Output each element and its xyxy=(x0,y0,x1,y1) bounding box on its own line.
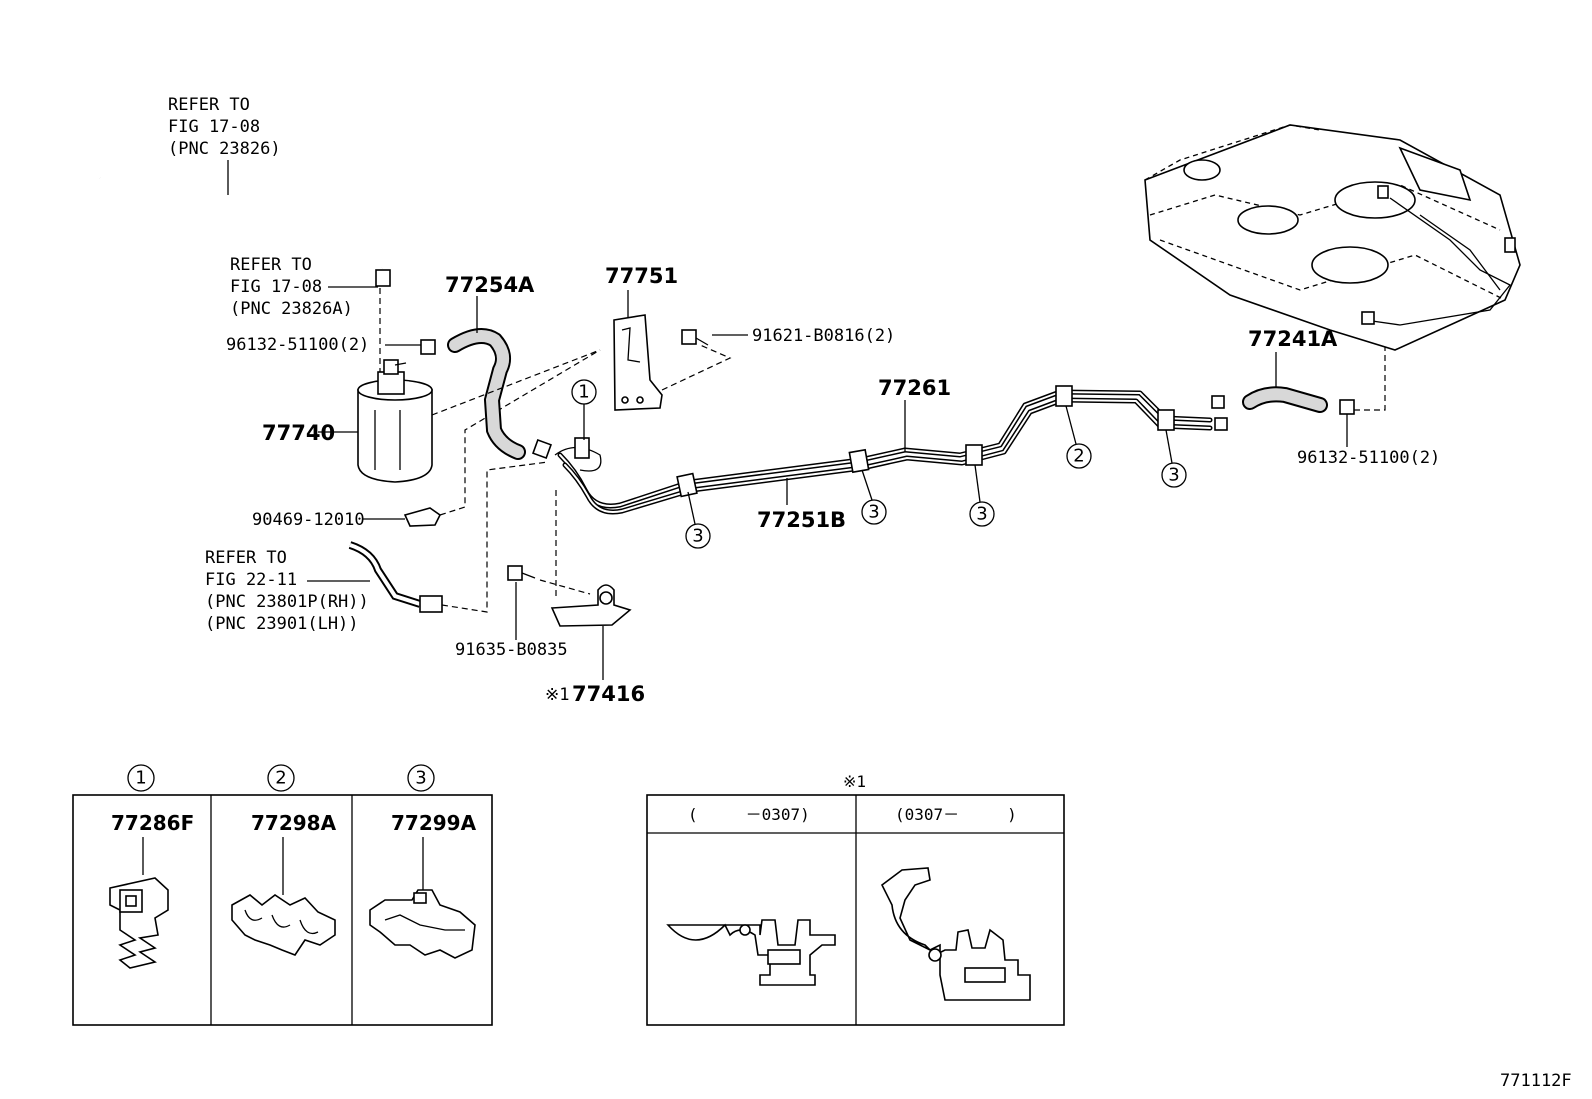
bracket-77751 xyxy=(613,314,663,411)
ref-line: REFER TO xyxy=(230,255,312,275)
part-label-96132-left: 96132-51100(2) xyxy=(226,335,369,355)
clamp-77286F-icon xyxy=(109,877,169,969)
ref-line: FIG 22-11 xyxy=(205,570,297,590)
clamp-legend: 1 2 3 77286F 77298A 77299A xyxy=(72,764,493,1026)
part-label-77254A: 77254A xyxy=(445,273,535,297)
variant-mark: ※1 xyxy=(843,772,866,791)
ref-line: (PNC 23901(LH)) xyxy=(205,614,359,634)
reference-note-fig-17-08-a: REFER TO FIG 17-08 (PNC 23826) xyxy=(168,95,281,195)
ref-line: REFER TO xyxy=(205,548,287,568)
ref-line: (PNC 23801P(RH)) xyxy=(205,592,369,612)
clip-right-96132 xyxy=(1339,399,1355,415)
bolt-91635 xyxy=(507,565,536,581)
clamp-77416 xyxy=(550,584,632,627)
reference-note-fig-17-08-b: REFER TO FIG 17-08 (PNC 23826A) xyxy=(230,255,378,319)
legend-part-77286F: 77286F xyxy=(111,811,194,835)
clip-left-96132 xyxy=(420,339,436,355)
hose-reference-22-11 xyxy=(348,541,443,613)
legend-part-77298A: 77298A xyxy=(251,811,337,835)
legend-num-3: 3 xyxy=(415,768,426,789)
variant-table: ※1 ( －0307) (0307－ ) xyxy=(646,772,1065,1026)
legend-num-1: 1 xyxy=(135,768,146,789)
ref-line: FIG 17-08 xyxy=(168,117,260,137)
ref-line: FIG 17-08 xyxy=(230,277,322,297)
part-label-91635: 91635-B0835 xyxy=(455,640,568,660)
hose-77254A xyxy=(447,328,526,460)
svg-text:2: 2 xyxy=(1073,446,1084,467)
reference-note-fig-22-11: REFER TO FIG 22-11 (PNC 23801P(RH)) (PNC… xyxy=(205,548,370,634)
part-label-77740: 77740 xyxy=(262,421,335,445)
note-mark-77416: ※1 xyxy=(545,685,569,705)
svg-text:3: 3 xyxy=(868,502,879,523)
svg-text:1: 1 xyxy=(578,382,589,403)
legend-part-77299A: 77299A xyxy=(391,811,477,835)
variant-header-before: ( －0307) xyxy=(688,805,810,824)
ref-line: (PNC 23826) xyxy=(168,139,281,159)
ref-line: REFER TO xyxy=(168,95,250,115)
clamp-90469 xyxy=(403,507,442,527)
callout-3-pipe-a: 3 xyxy=(685,491,711,549)
part-label-91621: 91621-B0816(2) xyxy=(752,326,895,346)
svg-text:3: 3 xyxy=(692,526,703,547)
bolt-91621 xyxy=(681,329,709,346)
fuel-tank xyxy=(1144,124,1521,351)
part-label-90469: 90469-12010 xyxy=(252,510,365,530)
svg-text:3: 3 xyxy=(976,504,987,525)
figure-id: 771112F xyxy=(1500,1071,1572,1091)
part-label-77416: 77416 xyxy=(572,682,645,706)
part-label-77241A: 77241A xyxy=(1248,327,1338,351)
clamp-77299A-icon xyxy=(369,889,476,959)
svg-text:3: 3 xyxy=(1168,465,1179,486)
part-label-77251B: 77251B xyxy=(757,508,846,532)
hose-77241A xyxy=(1242,386,1328,413)
clamp-77298A-icon xyxy=(231,894,336,956)
part-label-96132-right: 96132-51100(2) xyxy=(1297,448,1440,468)
callout-3-pipe-d: 3 xyxy=(1161,429,1187,488)
charcoal-canister xyxy=(357,359,433,483)
callout-1-on-pipe: 1 xyxy=(571,379,597,440)
clamp-variant-early-icon xyxy=(666,919,836,986)
part-label-77261: 77261 xyxy=(878,376,951,400)
legend-num-2: 2 xyxy=(275,768,286,789)
callout-3-pipe-c: 3 xyxy=(969,464,995,527)
vapor-hose-reference xyxy=(99,175,391,287)
ref-line: (PNC 23826A) xyxy=(230,299,353,319)
pipe-assembly xyxy=(532,385,1228,515)
variant-header-after: (0307－ ) xyxy=(895,805,1017,824)
clamp-variant-late-icon xyxy=(880,867,1031,1001)
callout-2-pipe: 2 xyxy=(1065,405,1092,469)
callout-3-pipe-b: 3 xyxy=(861,469,887,525)
part-label-77751: 77751 xyxy=(605,264,678,288)
